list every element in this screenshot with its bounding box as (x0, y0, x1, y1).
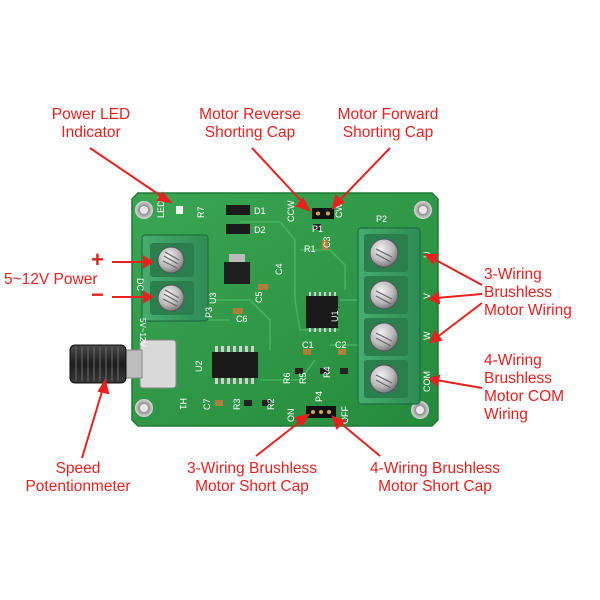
silk-r2: R2 (266, 398, 276, 410)
silk-r7: R7 (196, 206, 206, 218)
label-three-wiring-short-line1: 3-Wiring Brushless (186, 460, 318, 477)
speed-potentiometer (69, 339, 177, 389)
silk-c1: C1 (302, 340, 314, 350)
silk-led1: LED1 (156, 195, 166, 218)
arrow-w (429, 302, 483, 344)
silk-term-com: COM (422, 371, 432, 392)
power-terminal-block (141, 234, 209, 322)
label-minus-sign: − (91, 282, 104, 307)
label-speed-pot: Speed Potentionmeter (8, 460, 148, 496)
silk-c7: C7 (202, 398, 212, 410)
label-four-wiring-com-line2: Brushless (484, 370, 553, 387)
label-four-wiring-com-line3: Motor COM (484, 388, 565, 405)
label-four-wiring-com-line4: Wiring (484, 406, 528, 423)
label-power-led-line2: Indicator (61, 124, 121, 141)
silk-h1: H1 (178, 398, 188, 410)
silk-p3: P3 (204, 307, 214, 318)
label-motor-forward-line1: Motor Forward (337, 106, 439, 123)
silk-p1: P1 (312, 224, 323, 234)
arrow-minus (112, 290, 154, 304)
ic-u1 (306, 292, 338, 332)
label-four-wiring-com: 4-Wiring Brushless Motor COM Wiring (484, 352, 564, 424)
label-three-wiring-short: 3-Wiring Brushless Motor Short Cap (168, 460, 336, 496)
arrow-com (428, 374, 483, 389)
silk-off: OFF (340, 406, 350, 424)
label-motor-reverse-line2: Shorting Cap (204, 124, 296, 141)
silk-dc: DC (135, 278, 145, 291)
silk-ccw: CCW (286, 200, 296, 222)
arrow-power-led (89, 147, 173, 204)
arrow-v (428, 291, 483, 305)
silk-d2: D2 (254, 225, 266, 235)
arrow-motor-forward (331, 147, 391, 211)
silk-u1: U1 (330, 310, 340, 322)
callout-arrows (81, 147, 483, 459)
silk-u3: U3 (208, 292, 218, 304)
silk-on: ON (286, 409, 296, 423)
label-motor-reverse: Motor Reverse Shorting Cap (184, 106, 316, 142)
arrow-plus (112, 255, 154, 269)
silk-term-w: W (422, 331, 432, 340)
label-four-wiring-short-line1: 4-Wiring Brushless (369, 460, 501, 477)
label-speed-pot-line1: Speed (55, 460, 101, 477)
arrow-motor-reverse (251, 147, 312, 212)
label-power-led: Power LED Indicator (30, 106, 152, 142)
label-three-wiring-motor-line1: 3-Wiring (484, 266, 542, 283)
silk-r4: R4 (322, 366, 332, 378)
label-power-input: 5~12V Power (4, 271, 98, 289)
silk-c4: C4 (274, 263, 284, 275)
silk-d1: D1 (254, 206, 266, 216)
silk-r3: R3 (232, 398, 242, 410)
silk-c3: C3 (322, 236, 332, 248)
label-four-wiring-short-line2: Motor Short Cap (378, 478, 492, 495)
silk-range: 5V~12V (138, 318, 147, 347)
label-motor-forward-line2: Shorting Cap (342, 124, 434, 141)
silk-r1: R1 (304, 244, 316, 254)
silk-c5: C5 (254, 291, 264, 303)
label-three-wiring-motor: 3-Wiring Brushless Motor Wiring (484, 266, 572, 320)
arrow-three-wiring-short (255, 413, 311, 457)
label-motor-reverse-line1: Motor Reverse (199, 106, 301, 123)
label-four-wiring-short: 4-Wiring Brushless Motor Short Cap (350, 460, 520, 496)
label-speed-pot-line2: Potentionmeter (25, 478, 131, 495)
silk-p4: P4 (314, 391, 324, 402)
wiring-mode-jumper-header (306, 406, 336, 418)
ic-u2 (212, 346, 258, 384)
silk-c2: C2 (335, 340, 347, 350)
direction-jumper-header (312, 208, 334, 219)
label-plus-sign: + (91, 247, 104, 272)
silk-term-v: V (422, 293, 432, 299)
label-three-wiring-motor-line3: Motor Wiring (484, 302, 572, 319)
silk-c6: C6 (236, 314, 248, 324)
arrow-speed-pot (81, 378, 110, 459)
label-power-led-line1: Power LED (51, 106, 131, 123)
label-motor-forward: Motor Forward Shorting Cap (320, 106, 456, 142)
label-power-input-text: 5~12V Power (4, 271, 98, 288)
silk-u2: U2 (194, 360, 204, 372)
silk-r5: R5 (298, 372, 308, 384)
silk-r6: R6 (282, 372, 292, 384)
label-four-wiring-com-line1: 4-Wiring (484, 352, 542, 369)
label-three-wiring-motor-line2: Brushless (484, 284, 553, 301)
smd-components (176, 205, 348, 406)
label-three-wiring-short-line2: Motor Short Cap (195, 478, 309, 495)
regulator-u3 (224, 254, 250, 284)
silk-p2: P2 (376, 214, 387, 224)
arrow-four-wiring-short (331, 415, 381, 457)
silk-cw: CW (334, 203, 344, 218)
motor-terminal-block (357, 227, 421, 405)
arrow-u (423, 254, 483, 286)
